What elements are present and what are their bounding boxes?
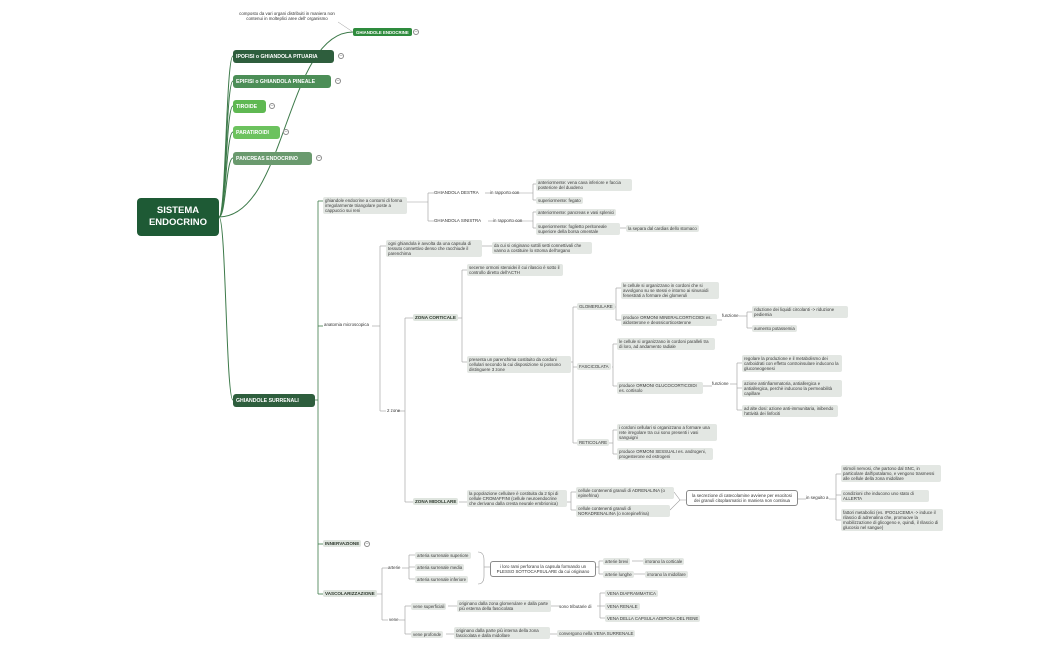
tributarie-label: sono tributarie di [559, 604, 592, 609]
collapse-badge[interactable]: – [364, 541, 370, 547]
plesso-box[interactable]: i loro rami perforano la capsula formand… [490, 561, 596, 578]
ghiandole-endocrine-tag[interactable]: GHIANDOLE ENDOCRINE [353, 28, 412, 36]
category-ipofisi[interactable]: IPOFISI o GHIANDOLA PITUARIA [233, 50, 334, 63]
root-link [218, 80, 234, 218]
setti-node[interactable]: da cui si originano sottili setti connet… [492, 242, 592, 255]
rapporto-sinistra: in rapporto con [493, 218, 523, 223]
collapse-badge[interactable]: – [316, 155, 322, 161]
root-link [218, 31, 354, 218]
fascicolata-ormoni[interactable]: produce ORMONI GLUCOCORTICOIDI es. corti… [617, 382, 703, 395]
stimolo-metabolico[interactable]: fattori metabolici (es. IPOGLICEMIA -> i… [841, 509, 943, 532]
category-pancreas[interactable]: PANCREAS ENDOCRINO [233, 152, 312, 165]
category-paratiroidi[interactable]: PARATIROIDI [233, 126, 280, 139]
zona-corticale[interactable]: ZONA CORTICALE [413, 314, 458, 322]
innervazione-node[interactable]: INNERVAZIONE [323, 540, 362, 548]
secrezione-box[interactable]: la secrezione di catecolamine avviene pe… [686, 490, 798, 507]
fasc-funzione-1[interactable]: regolare la produzione e il metabolismo … [742, 355, 842, 373]
in-seguito-label: in seguito a [806, 495, 829, 500]
irrorano-midollare[interactable]: irrorano la midollare [645, 571, 688, 579]
midollare-desc[interactable]: la popolazione cellulare è costituita da… [467, 490, 567, 508]
stimolo-nervoso[interactable]: stimoli nervosi, che partono dal SNC, in… [841, 465, 941, 483]
glomerulare-ormoni[interactable]: produce ORMONI MINERALCORTICOIDI es. ald… [621, 314, 717, 327]
collapse-badge[interactable]: – [338, 53, 344, 59]
arterie-lunghe[interactable]: arterie lunghe [603, 571, 634, 579]
rapporto-destra: in rapporto con [490, 190, 520, 195]
fasc-funzione-2[interactable]: azione antinfiammatoria, antiallergica e… [742, 380, 842, 398]
arterie-brevi[interactable]: arterie brevi [603, 558, 631, 566]
root-link [218, 216, 234, 401]
zona-midollare[interactable]: ZONA MIDOLLARE [413, 498, 459, 506]
fascicolata-node[interactable]: FASCICOLATA [577, 363, 611, 371]
vene-superficiali-desc[interactable]: originano dalla zona glomerulare e dalla… [457, 600, 551, 613]
due-zone-label[interactable]: 2 zone [387, 408, 401, 413]
ghiandola-destra[interactable]: GHIANDOLA DESTRA [434, 190, 479, 195]
arteria-superiore[interactable]: arteria surrenale superiore [415, 552, 471, 560]
category-epifisi[interactable]: EPIFISI o GHIANDOLA PINEALE [233, 75, 331, 88]
collapse-badge[interactable]: – [335, 78, 341, 84]
category-tiroide[interactable]: TIROIDE [233, 100, 266, 113]
connector [669, 491, 686, 511]
vene-superficiali[interactable]: vene superficiali [411, 603, 447, 611]
vene-label[interactable]: vene [389, 617, 399, 622]
capsula-node[interactable]: ogni ghiandola è avvolta da una capsula … [386, 240, 482, 258]
arterie-label[interactable]: arterie [388, 565, 401, 570]
destra-superiormente[interactable]: superiormente: fegato [536, 197, 583, 205]
midollare-adrenalina[interactable]: cellule contenenti granuli di ADRENALINA… [576, 487, 674, 500]
reticolare-node[interactable]: RETICOLARE [577, 439, 610, 447]
vascolarizzazione-node[interactable]: VASCOLARIZZAZIONE [323, 590, 377, 598]
glomerulare-node[interactable]: GLOMERULARE [577, 303, 615, 311]
collapse-badge[interactable]: – [413, 29, 419, 35]
category-surrenali[interactable]: GHIANDOLE SURRENALI [233, 394, 315, 407]
anatomia-label[interactable]: anatomia microscopica [324, 322, 369, 327]
arteria-media[interactable]: arteria surrenale media [415, 564, 465, 572]
collapse-badge[interactable]: – [283, 129, 289, 135]
surrenali-description[interactable]: ghiandole endocrine a contorni di forma … [323, 197, 407, 215]
destra-anteriormente[interactable]: anteriormente: vena cava inferiore e fac… [536, 179, 632, 192]
root-link [218, 157, 234, 218]
irrorano-corticale[interactable]: irrorano la corticale [643, 558, 685, 566]
note-link [337, 21, 354, 33]
separa-cardias[interactable]: la separa dal cardias dello stomaco [626, 225, 699, 233]
fascicolata-desc[interactable]: le cellule si organizzano in cordoni par… [617, 338, 715, 351]
vena-surrenale[interactable]: convergono nella VENA SURRENALE [557, 630, 636, 638]
root-node[interactable]: SISTEMA ENDOCRINO [137, 198, 219, 236]
stimolo-allerta[interactable]: condizioni che inducono uno stato di ALL… [841, 490, 929, 503]
funzione-glom: funzione [722, 313, 739, 318]
ghiandola-sinistra[interactable]: GHIANDOLA SINISTRA [434, 218, 482, 223]
connector [477, 551, 485, 585]
top-note: composto da vari organi distribuiti in m… [239, 11, 335, 22]
glom-funzione-2[interactable]: aumento potassemia [752, 325, 797, 333]
sinistra-anteriormente[interactable]: anteriormente: pancreas e vasi splenici [536, 209, 617, 217]
arteria-inferiore[interactable]: arteria surrenale inferiore [415, 576, 469, 584]
midollare-noradrenalina[interactable]: cellule contenenti granuli di NORADRENAL… [576, 505, 670, 518]
corticale-parenchima[interactable]: presenta un parenchima costituito da cor… [467, 356, 571, 374]
vena-diaframmatica[interactable]: VENA DIAFRAMMATICA [605, 590, 658, 598]
funzione-fasc: funzione [712, 381, 729, 386]
vene-profonde-desc[interactable]: originano dalla parte più interna della … [454, 627, 550, 640]
vene-profonde[interactable]: vene profonde [411, 631, 444, 639]
reticolare-desc[interactable]: i cordoni cellulari si organizzano a for… [617, 424, 717, 442]
glom-funzione-1[interactable]: riduzione dei liquidi circolanti -> ridu… [752, 306, 848, 319]
vena-renale[interactable]: VENA RENALE [605, 603, 640, 611]
fasc-funzione-3[interactable]: ad alte dosi: azione anti-immunitaria, i… [742, 405, 838, 418]
sinistra-superiormente[interactable]: superiormente: foglietto peritoneale sup… [536, 223, 620, 236]
corticale-acth[interactable]: secerne ormoni steroidei il cui rilascio… [467, 264, 563, 277]
vena-capsula-adiposa[interactable]: VENA DELLA CAPSULA ADIPOSA DEL RENE [605, 615, 701, 623]
reticolare-ormoni[interactable]: produce ORMONI SESSUALI es. androgeni, p… [617, 448, 713, 461]
glomerulare-desc[interactable]: le cellule si organizzano in cordoni che… [621, 282, 719, 300]
collapse-badge[interactable]: – [269, 103, 275, 109]
